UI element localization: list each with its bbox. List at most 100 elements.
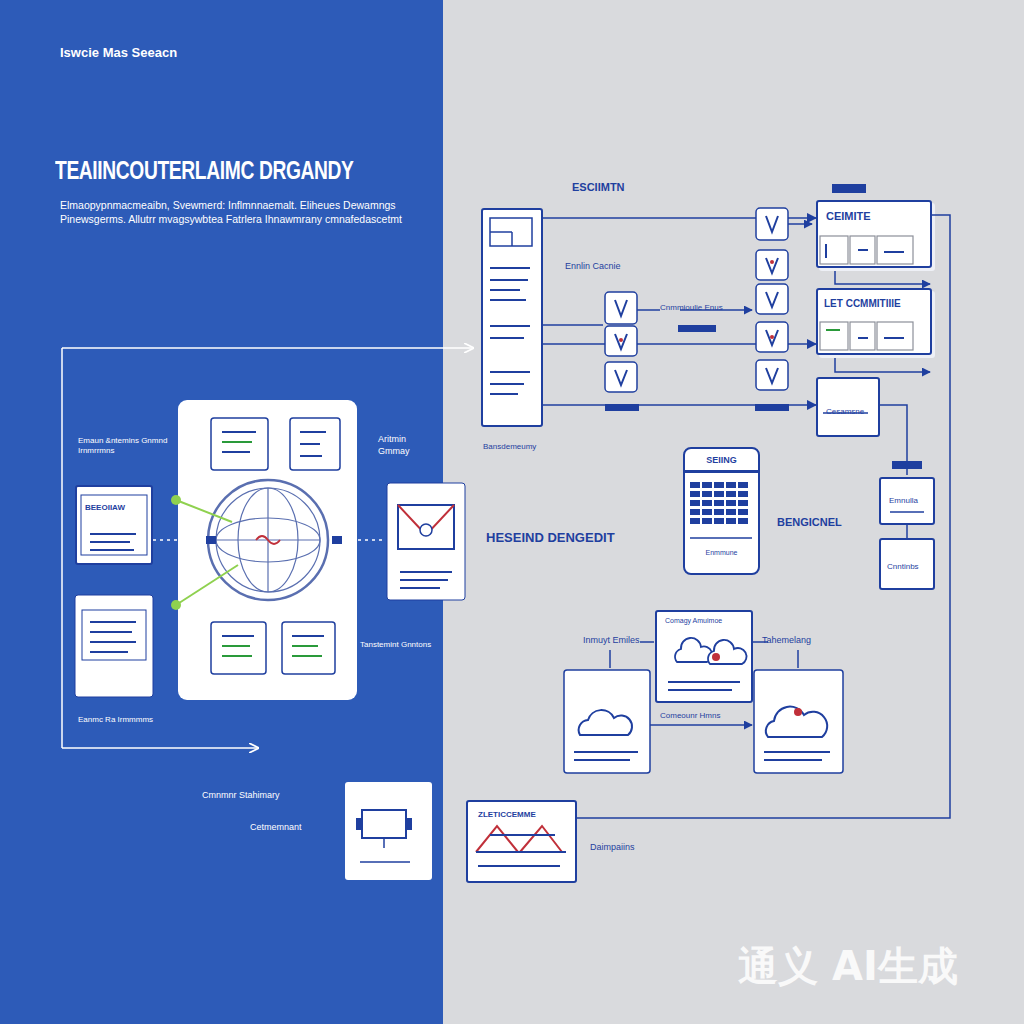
document-lines	[81, 413, 924, 555]
document-lines	[490, 279, 528, 281]
section-label: HESEIND DENGEDIT	[486, 530, 615, 547]
cloud-card	[797, 650, 799, 668]
central-panel	[300, 455, 322, 457]
server-rack	[714, 482, 724, 488]
icon-box	[756, 208, 788, 240]
window-thumbnail-mark	[884, 337, 904, 339]
envelope-card	[400, 572, 452, 588]
document-lines	[490, 289, 520, 291]
tag-bar	[832, 184, 866, 193]
connector-leader	[332, 536, 342, 544]
envelope-card	[398, 505, 454, 549]
server-rack	[690, 509, 700, 515]
section-label: ESCIIMTN	[572, 180, 625, 194]
server-rack	[714, 500, 724, 506]
process-box: CEIMITE	[816, 200, 932, 268]
cloud-icon	[712, 653, 720, 661]
central-panel	[222, 645, 250, 647]
image-box: ZLETICCEMME	[466, 800, 577, 883]
cloud-icon	[668, 689, 732, 691]
document-lines	[490, 299, 526, 301]
process-box: Cnntinbs	[879, 538, 935, 590]
central-panel	[178, 400, 357, 700]
server-rack	[738, 482, 748, 488]
icon-box	[605, 208, 788, 392]
server-rack	[714, 518, 724, 524]
server-rack	[683, 470, 760, 473]
icon-accent	[619, 338, 623, 342]
subtitle-text: Elmaopypnmacmeaibn, Svewmerd: Inflmnnaem…	[60, 199, 430, 226]
document-card	[90, 651, 128, 653]
icon-box	[605, 292, 637, 324]
connector-leader	[171, 495, 181, 505]
globe-symbol	[208, 480, 328, 600]
envelope-card	[387, 483, 465, 600]
header-text: Iswcie Mas Seeacn	[60, 45, 177, 62]
tag-bar	[678, 325, 716, 332]
icon-accent	[770, 260, 774, 264]
monitor-card	[356, 818, 361, 830]
window-thumbnail	[850, 236, 875, 264]
central-panel	[222, 635, 254, 637]
window-thumbnail	[850, 322, 875, 350]
annotation: Inmuyt Emiles	[583, 635, 640, 647]
panel-background	[0, 0, 443, 1024]
annotation: Tanstemint Gnntons	[360, 640, 440, 650]
window-thumbnail-mark	[825, 244, 827, 258]
icon-accent	[770, 335, 774, 339]
monitor-card	[360, 861, 410, 863]
monitor-card	[345, 782, 432, 880]
document-lines	[490, 325, 530, 327]
document-lines	[490, 383, 524, 385]
connector-leader	[330, 539, 385, 541]
central-panel	[292, 645, 318, 647]
node-title: Cesamsne	[826, 407, 864, 416]
document-lines	[490, 337, 524, 339]
server-rack	[726, 491, 736, 497]
process-box: LET CCMMITIIIE	[816, 288, 932, 355]
server-rack	[738, 518, 748, 524]
cloud-card	[574, 752, 830, 760]
document-lines	[490, 267, 530, 269]
document-lines	[490, 268, 530, 394]
icon-box	[756, 284, 788, 314]
document-card	[75, 595, 153, 697]
flow-line	[62, 347, 473, 349]
connector-leader	[176, 565, 238, 605]
document-lines	[490, 218, 532, 246]
node-title: Comagy Amuimoe	[665, 617, 722, 625]
annotation: Comeounr Hmns	[660, 711, 720, 721]
central-panel	[300, 431, 326, 433]
cloud-icon	[675, 638, 712, 662]
cloud-icon	[708, 640, 746, 664]
icon-glyph	[615, 334, 627, 349]
central-panel	[211, 418, 268, 470]
document-lines	[490, 231, 512, 233]
flow-line	[62, 747, 258, 749]
document-lines	[490, 393, 518, 395]
node-title: LET CCMMITIIIE	[824, 298, 901, 310]
tag-bar	[605, 184, 922, 469]
central-panel	[222, 431, 256, 433]
server-rack	[726, 518, 736, 524]
cloud-card	[794, 708, 802, 716]
mountain-glyph	[490, 834, 555, 836]
side-arrow	[543, 324, 603, 326]
globe-symbol	[216, 488, 320, 592]
monitor-card	[383, 838, 385, 848]
server-rack	[702, 509, 712, 515]
cloud-card	[650, 724, 752, 726]
annotation: Ennlin Cacnie	[565, 261, 621, 273]
annotation: Cetmemnant	[250, 822, 302, 834]
mountain-glyph	[520, 826, 562, 852]
envelope-card	[398, 505, 454, 535]
window-thumbnail	[820, 322, 848, 350]
window-thumbnail-mark	[858, 337, 868, 339]
icon-glyph	[615, 300, 627, 316]
central-panel	[292, 655, 322, 657]
central-panel	[222, 432, 326, 656]
section-label: BENGICNEL	[777, 515, 842, 529]
icon-glyph	[615, 370, 627, 385]
window-thumbnail	[877, 322, 913, 350]
